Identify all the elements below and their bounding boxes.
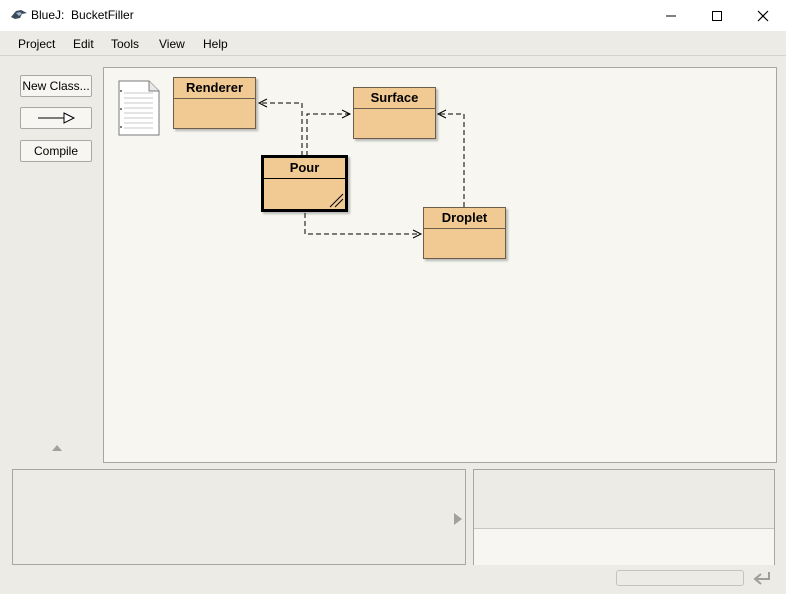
close-icon: [757, 10, 769, 21]
class-name: Surface: [354, 88, 435, 109]
maximize-icon: [712, 10, 722, 21]
class-diagram-canvas[interactable]: Renderer Surface Pour Droplet: [103, 67, 777, 463]
object-bench[interactable]: [12, 469, 466, 565]
class-name: Droplet: [424, 208, 505, 229]
minimize-icon: [666, 15, 676, 16]
class-pour[interactable]: Pour: [261, 155, 348, 212]
triangle-right-icon[interactable]: [453, 512, 463, 526]
menu-view[interactable]: View: [159, 37, 185, 51]
status-field: [616, 570, 744, 586]
menu-tools[interactable]: Tools: [111, 37, 140, 51]
class-name: Pour: [264, 158, 345, 179]
tool-panel: New Class... Compile: [12, 66, 102, 464]
bluej-bird-icon: [11, 10, 27, 19]
window-title: BlueJ: BucketFiller: [31, 8, 134, 22]
triangle-up-icon[interactable]: [51, 444, 63, 452]
class-name: Renderer: [174, 78, 255, 99]
menu-edit[interactable]: Edit: [73, 37, 94, 51]
new-class-button[interactable]: New Class...: [20, 75, 92, 97]
minimize-button[interactable]: [648, 0, 694, 31]
menu-project[interactable]: Project: [18, 37, 56, 51]
close-button[interactable]: [740, 0, 786, 31]
menu-bar: Project Edit Tools View Help: [0, 31, 786, 55]
codepad-input[interactable]: [474, 528, 774, 565]
codepad: [473, 469, 775, 565]
maximize-button[interactable]: [694, 0, 740, 31]
class-droplet[interactable]: Droplet: [423, 207, 506, 259]
class-renderer[interactable]: Renderer: [173, 77, 256, 129]
document-icon[interactable]: [115, 79, 161, 137]
compile-button[interactable]: Compile: [20, 140, 92, 162]
menu-divider: [0, 55, 786, 56]
title-bar: BlueJ: BucketFiller: [0, 0, 786, 31]
dependency-arrows: [257, 98, 465, 239]
menu-help[interactable]: Help: [203, 37, 228, 51]
inheritance-arrow-icon: [38, 112, 76, 124]
resize-handle-icon[interactable]: [328, 192, 344, 208]
return-arrow-icon[interactable]: [752, 569, 772, 587]
inheritance-arrow-button[interactable]: [20, 107, 92, 129]
class-surface[interactable]: Surface: [353, 87, 436, 139]
